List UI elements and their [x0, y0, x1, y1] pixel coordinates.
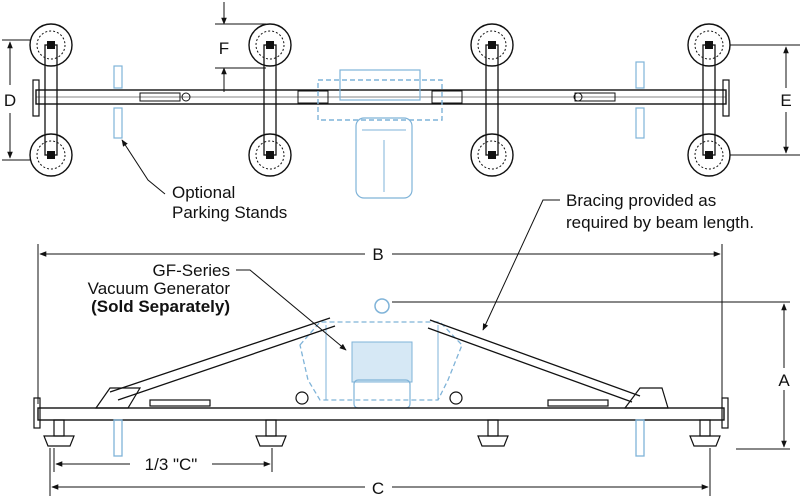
- top-view: F D E Optional Parking Stands Bracin: [2, 2, 800, 331]
- callout-gf-line2: Vacuum Generator: [88, 279, 231, 298]
- vacuum-generator-top: [317, 69, 443, 199]
- callout-parking-line1: Optional: [172, 183, 235, 202]
- dimension-f: F: [215, 2, 266, 92]
- vacuum-pad: [470, 133, 514, 177]
- label-a: A: [778, 371, 790, 390]
- end-plate-right: [722, 79, 730, 117]
- vacuum-generator-side: [299, 298, 463, 409]
- vacuum-pad: [29, 133, 73, 177]
- main-beam-side: [37, 407, 725, 421]
- callout-bracing-line1: Bracing provided as: [566, 191, 716, 210]
- vacuum-pads-side: [43, 419, 721, 447]
- dimension-b: B: [37, 244, 723, 404]
- dimension-a: A: [392, 301, 790, 450]
- parking-stands-side: [113, 419, 645, 457]
- lift-brackets: [94, 387, 669, 409]
- dimension-e: E: [730, 44, 800, 156]
- dimension-one-third-c: 1/3 "C": [53, 448, 273, 474]
- bracing: [109, 317, 641, 403]
- callout-gf-line3: (Sold Separately): [91, 297, 230, 316]
- label-f: F: [219, 39, 229, 58]
- callout-gf-series: GF-Series Vacuum Generator (Sold Separat…: [88, 261, 347, 351]
- callout-bracing-line2: required by beam length.: [566, 213, 754, 232]
- label-b: B: [372, 245, 383, 264]
- callout-bracing: Bracing provided as required by beam len…: [482, 191, 754, 331]
- beam-fittings: [139, 90, 616, 104]
- callout-parking-stands: Optional Parking Stands: [121, 139, 287, 222]
- vacuum-pads-top: [29, 23, 731, 177]
- parking-stands-top: [113, 61, 645, 139]
- vacuum-pad: [687, 133, 731, 177]
- end-plate-left: [32, 79, 40, 117]
- vacuum-pad: [687, 23, 731, 67]
- vacuum-pad: [689, 419, 721, 447]
- label-d: D: [4, 91, 16, 110]
- label-one-third-c: 1/3 "C": [145, 455, 198, 474]
- vacuum-pad: [477, 419, 509, 447]
- vacuum-pad: [255, 419, 287, 447]
- side-view: B A 1/3 "C" C GF-Seri: [33, 244, 790, 498]
- callout-parking-line2: Parking Stands: [172, 203, 287, 222]
- label-e: E: [780, 91, 791, 110]
- dimension-c: C: [49, 448, 711, 498]
- vacuum-pad: [248, 23, 292, 67]
- label-c: C: [372, 479, 384, 498]
- vacuum-pad: [248, 133, 292, 177]
- callout-gf-line1: GF-Series: [153, 261, 230, 280]
- vacuum-pad: [470, 23, 514, 67]
- dimension-d: D: [2, 39, 30, 161]
- vacuum-pad: [29, 23, 73, 67]
- vacuum-pad: [43, 419, 75, 447]
